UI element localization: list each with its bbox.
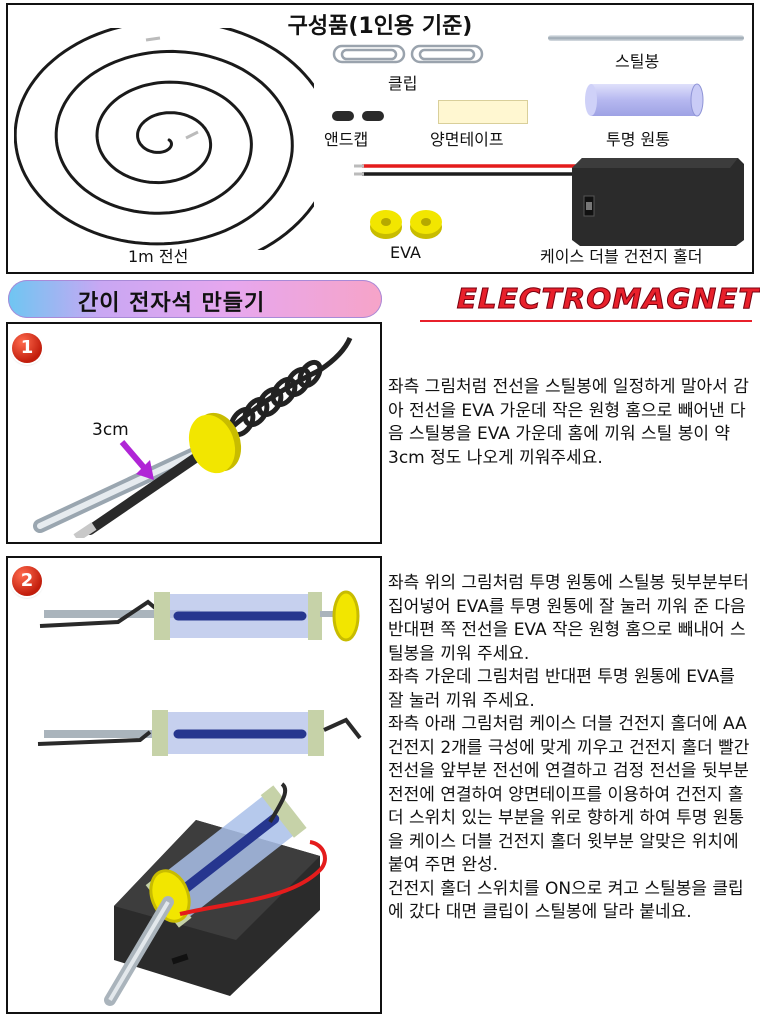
parts-title: 구성품(1인용 기준)	[287, 14, 473, 39]
holder-wires-illustration	[354, 164, 582, 176]
banner-title: 간이 전자석 만들기	[78, 291, 266, 316]
battery-holder-illustration	[572, 158, 744, 246]
clip-label: 클립	[388, 74, 418, 93]
step1-description: 좌측 그림처럼 전선을 스틸봉에 일정하게 말아서 감아 전선을 EVA 가운데…	[388, 376, 750, 470]
step1-illustration	[33, 336, 353, 538]
step1-measure-label: 3cm	[92, 420, 129, 440]
endcap-icons	[332, 111, 384, 121]
step2-illustration	[37, 590, 362, 1006]
tape-label: 양면테이프	[430, 130, 504, 149]
english-title: ELECTROMAGNET	[456, 282, 760, 316]
steel-rod-illustration	[548, 35, 744, 41]
eva-label: EVA	[390, 243, 421, 262]
step2-paragraph-2: 좌측 가운데 그림처럼 반대편 투명 원통에 EVA를 잘 눌러 끼워 주세요.	[388, 667, 735, 711]
step2-paragraph-4: 건전지 홀더 스위치를 ON으로 켜고 스틸봉을 클립에 갔다 대면 클립이 스…	[388, 878, 744, 923]
step2-paragraph-3: 좌측 아래 그림처럼 케이스 더블 건전지 홀더에 AA 건전지 2개를 극성에…	[388, 714, 750, 875]
coiled-wire-illustration	[14, 28, 314, 250]
step1-badge: 1	[12, 333, 42, 363]
clear-tube-illustration	[585, 83, 704, 117]
eva-disc-icons	[370, 210, 442, 239]
wire-label: 1m 전선	[128, 247, 189, 266]
step2-badge: 2	[12, 566, 42, 596]
step1-text: 좌측 그림처럼 전선을 스틸봉에 일정하게 말아서 감아 전선을 EVA 가운데…	[388, 377, 749, 468]
step2-paragraph-1: 좌측 위의 그림처럼 투명 원통에 스틸봉 뒷부분부터 집어넣어 EVA를 투명…	[388, 573, 749, 664]
tape-illustration	[438, 100, 528, 124]
title-banner: 간이 전자석 만들기	[8, 280, 382, 318]
step2-description: 좌측 위의 그림처럼 투명 원통에 스틸봉 뒷부분부터 집어넣어 EVA를 투명…	[388, 572, 754, 925]
tube-label: 투명 원통	[606, 130, 670, 149]
holder-label: 케이스 더블 건전지 홀더	[540, 247, 703, 266]
paperclip-icons	[332, 44, 484, 64]
title-underline	[420, 320, 752, 322]
steel-rod-label: 스틸봉	[615, 52, 660, 71]
endcap-label: 앤드캡	[324, 130, 369, 149]
